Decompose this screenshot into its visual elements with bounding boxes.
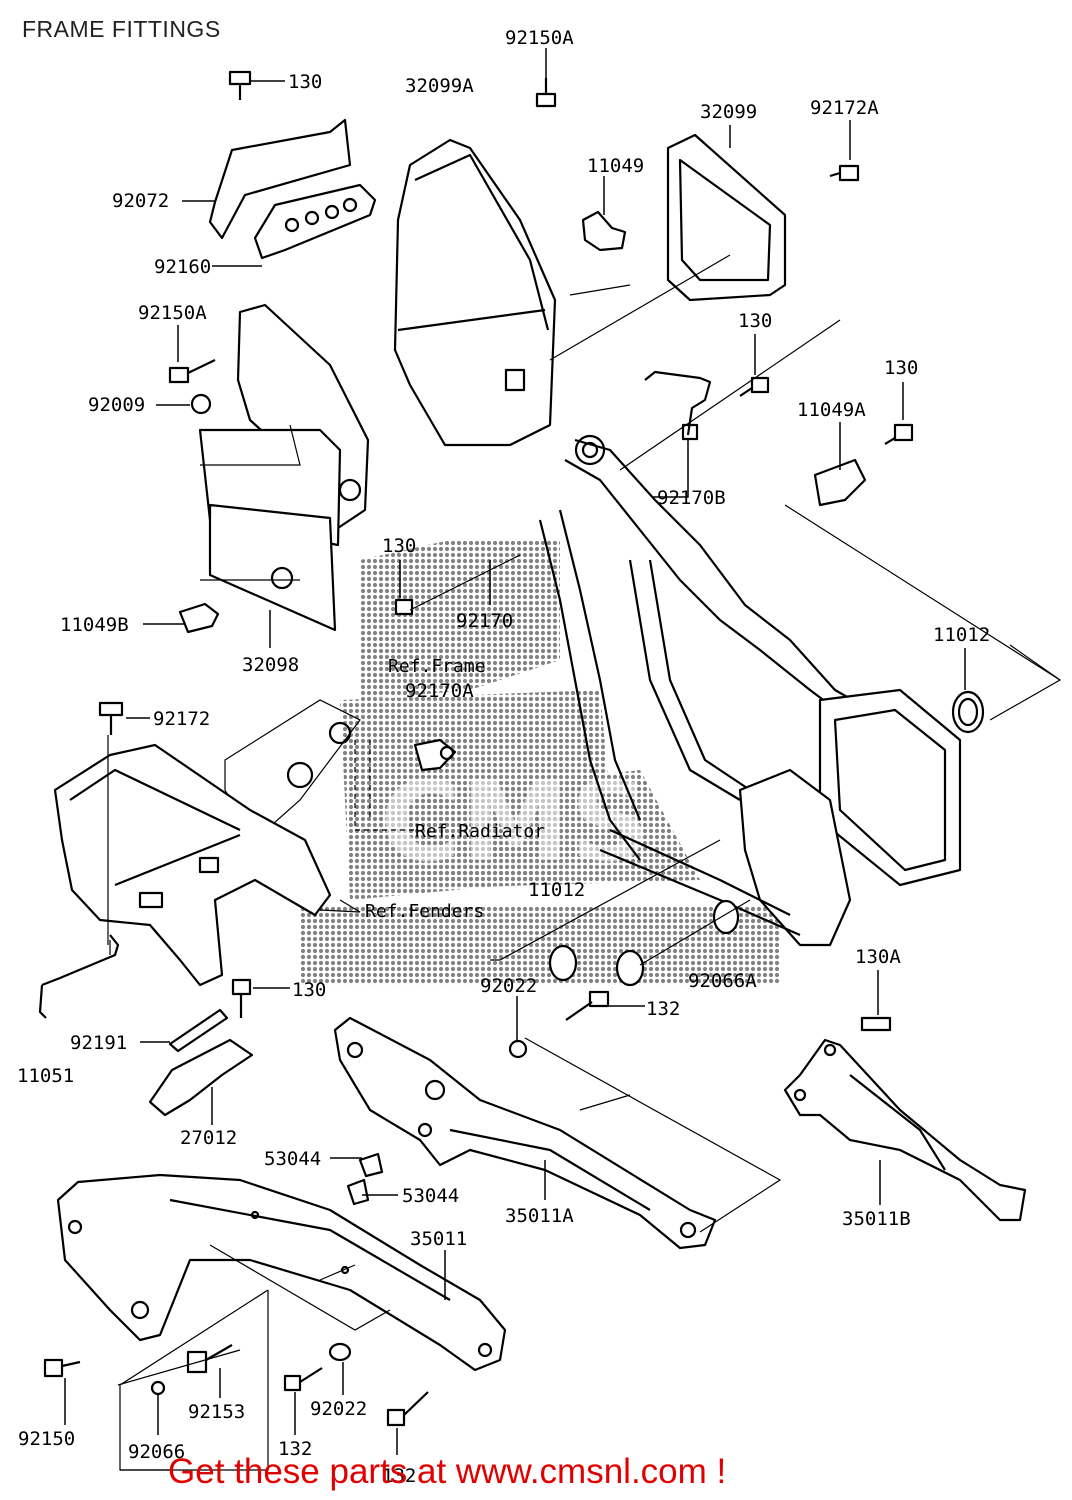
part-11049-clip (581, 210, 627, 252)
label-11012-right: 11012 (933, 624, 990, 646)
part-92170B-hook (644, 370, 712, 441)
label-92160: 92160 (154, 256, 211, 278)
part-35011B-bracket (783, 1038, 1027, 1222)
label-ref-fenders: Ref.Fenders (365, 901, 484, 922)
part-11012-seal-center (712, 899, 740, 935)
part-92170A-bracket (413, 738, 457, 772)
part-11012-seal-right (951, 690, 985, 734)
label-92172: 92172 (153, 708, 210, 730)
label-92170: 92170 (456, 610, 513, 632)
label-92170A: 92170A (405, 680, 474, 702)
part-27012-holder (148, 1038, 254, 1117)
part-92066A-ring (615, 949, 645, 987)
label-130A: 130A (855, 946, 901, 968)
label-92009: 92009 (88, 394, 145, 416)
label-11012-center: 11012 (528, 879, 585, 901)
label-92150-bottom: 92150 (18, 1428, 75, 1450)
label-92066A: 92066A (688, 970, 757, 992)
label-130-tray: 130 (292, 979, 326, 1001)
part-11049B-clip (178, 602, 220, 634)
part-92022-washer-center (548, 944, 578, 982)
cms-watermark: CMS (300, 540, 780, 985)
label-92191: 92191 (70, 1032, 127, 1054)
label-92022-bottom: 92022 (310, 1398, 367, 1420)
part-35011A-guard (333, 1016, 717, 1250)
label-35011: 35011 (410, 1228, 467, 1250)
label-35011B: 35011B (842, 1208, 911, 1230)
part-tool-tray (53, 743, 332, 987)
part-11049A-plate (813, 458, 867, 507)
frame-assembly (538, 434, 962, 947)
label-132-center: 132 (646, 998, 680, 1020)
part-32098-battery-case (198, 303, 370, 632)
label-92150A-left: 92150A (138, 302, 207, 324)
label-130-top: 130 (288, 71, 322, 93)
part-11051-bracket (38, 934, 120, 1019)
label-11049: 11049 (587, 155, 644, 177)
label-130-hook: 130 (738, 310, 772, 332)
label-132-lowest: 132 (382, 1465, 416, 1487)
part-32099A-cover (393, 138, 557, 447)
label-35011A: 35011A (505, 1205, 574, 1227)
diagram-title: FRAME FITTINGS (22, 16, 221, 42)
label-92066: 92066 (128, 1441, 185, 1463)
label-132-bottom: 132 (278, 1438, 312, 1460)
label-53044-lower: 53044 (402, 1185, 459, 1207)
footer-parts-link[interactable]: Get these parts at www.cmsnl.com ! (168, 1452, 727, 1491)
label-32099A: 32099A (405, 75, 474, 97)
label-92172A: 92172A (810, 97, 879, 119)
label-11049A: 11049A (797, 399, 866, 421)
part-35011-chain-guard (56, 1173, 507, 1372)
leader-lines (64, 48, 1062, 1471)
label-130-right: 130 (884, 357, 918, 379)
label-27012: 27012 (180, 1127, 237, 1149)
label-ref-frame: Ref.Frame (388, 656, 486, 677)
label-92153: 92153 (188, 1401, 245, 1423)
label-130-mid: 130 (382, 535, 416, 557)
fastener-bolts (43, 70, 914, 1427)
label-92072: 92072 (112, 190, 169, 212)
part-labels: 92150A 130 32099A 92072 11049 32099 9217… (17, 27, 990, 1487)
label-11049B: 11049B (60, 614, 129, 636)
watermark-text: CMS (380, 758, 649, 886)
label-32099: 32099 (700, 101, 757, 123)
part-92072-bracket (208, 118, 377, 260)
label-ref-radiator: Ref.Radiator (415, 821, 545, 842)
label-92150A-top: 92150A (505, 27, 574, 49)
label-53044-upper: 53044 (264, 1148, 321, 1170)
label-92022-center: 92022 (480, 975, 537, 997)
label-92170B: 92170B (657, 487, 726, 509)
label-32098: 32098 (242, 654, 299, 676)
part-32099-cover (666, 133, 787, 302)
label-11051: 11051 (17, 1065, 74, 1087)
part-92191-pipe (168, 1008, 229, 1053)
